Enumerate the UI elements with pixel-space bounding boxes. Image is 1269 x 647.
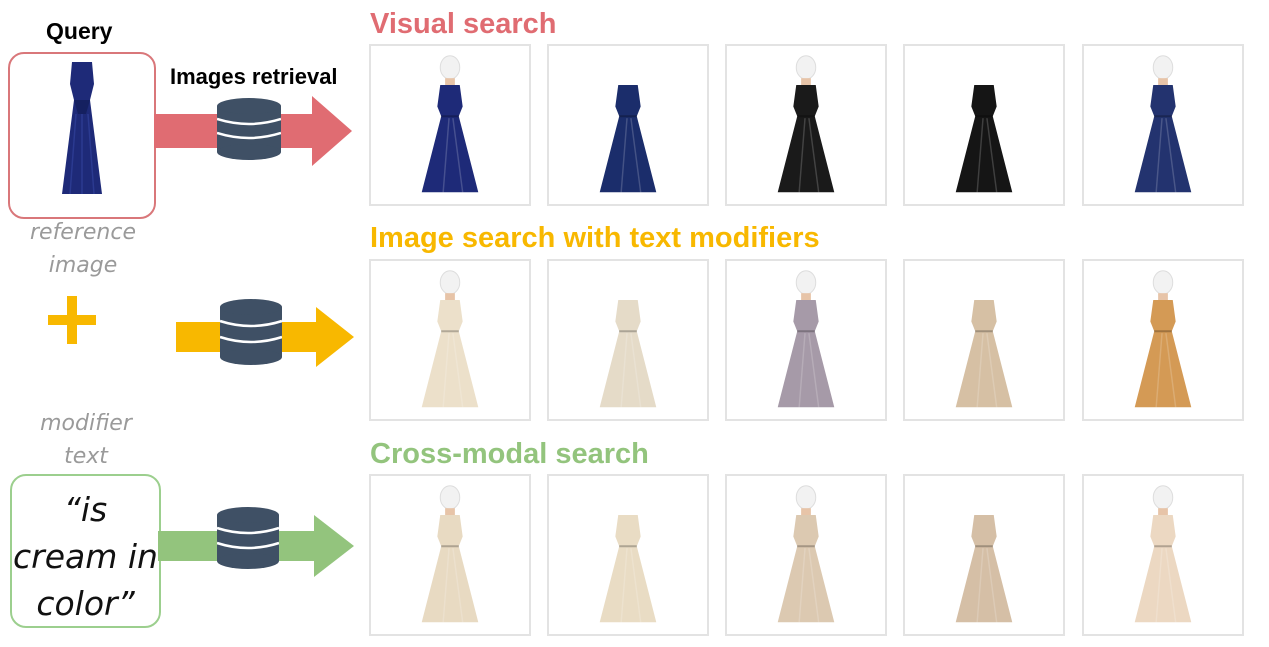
modifier-text-caption: modifier text [6,407,166,473]
result-image-cream-wedding-gown [369,474,531,636]
modifier-text-line-3: color” [36,584,135,623]
result-image-cream-strapless-gown-model [369,259,531,421]
result-image-navy-satin-gown [547,44,709,206]
modifier-caption-line-1: modifier [40,411,132,436]
modifier-text-line-2: cream in [13,537,158,576]
dress-image [1134,55,1192,193]
result-image-lilac-v-neck-gown [725,259,887,421]
cross-modal-search-title: Cross-modal search [370,438,649,470]
dress-image [1134,485,1192,623]
dress-image [955,300,1013,408]
result-image-navy-one-shoulder-gown-model [1082,44,1244,206]
reference-caption-line-2: image [48,253,118,278]
dress-image [955,515,1013,623]
result-image-navy-strapless-gown [369,44,531,206]
dress-image [1134,270,1192,408]
dress-image [777,485,835,623]
dress-image [421,55,479,193]
modifier-text: “is cream in color” [10,486,161,627]
dress-image [421,485,479,623]
query-title: Query [46,18,113,44]
result-image-nude-tube-dress-model [1082,474,1244,636]
modifier-text-line-1: “is [63,490,108,529]
visual-search-title: Visual search [370,8,557,40]
result-image-beige-bodycon-dress-model [725,474,887,636]
query-image-frame [8,52,156,219]
query-dress-image [62,62,102,195]
database-icon [217,98,281,160]
result-image-cream-short-dress-model [547,474,709,636]
dress-image [777,270,835,408]
result-image-black-chiffon-gown [903,44,1065,206]
reference-image-caption: reference image [3,216,163,282]
result-image-gold-pleated-gown [1082,259,1244,421]
modifier-caption-line-2: text [64,444,108,469]
result-image-champagne-one-shoulder-gown-model [903,259,1065,421]
dress-image [955,85,1013,193]
result-image-beige-high-low-dress-model [903,474,1065,636]
text-modifier-search-title: Image search with text modifiers [370,222,820,254]
dress-image [421,270,479,408]
dress-image [599,515,657,623]
modifier-text-frame [10,474,161,628]
database-icon [217,507,279,569]
database-icon [220,299,282,365]
images-retrieval-label: Images retrieval [170,64,338,89]
dress-image [599,85,657,193]
reference-caption-line-1: reference [29,220,136,245]
plus-icon [48,296,96,344]
result-image-cream-ball-gown [547,259,709,421]
result-image-black-white-gown-model [725,44,887,206]
dress-image [599,300,657,408]
dress-image [777,55,835,193]
